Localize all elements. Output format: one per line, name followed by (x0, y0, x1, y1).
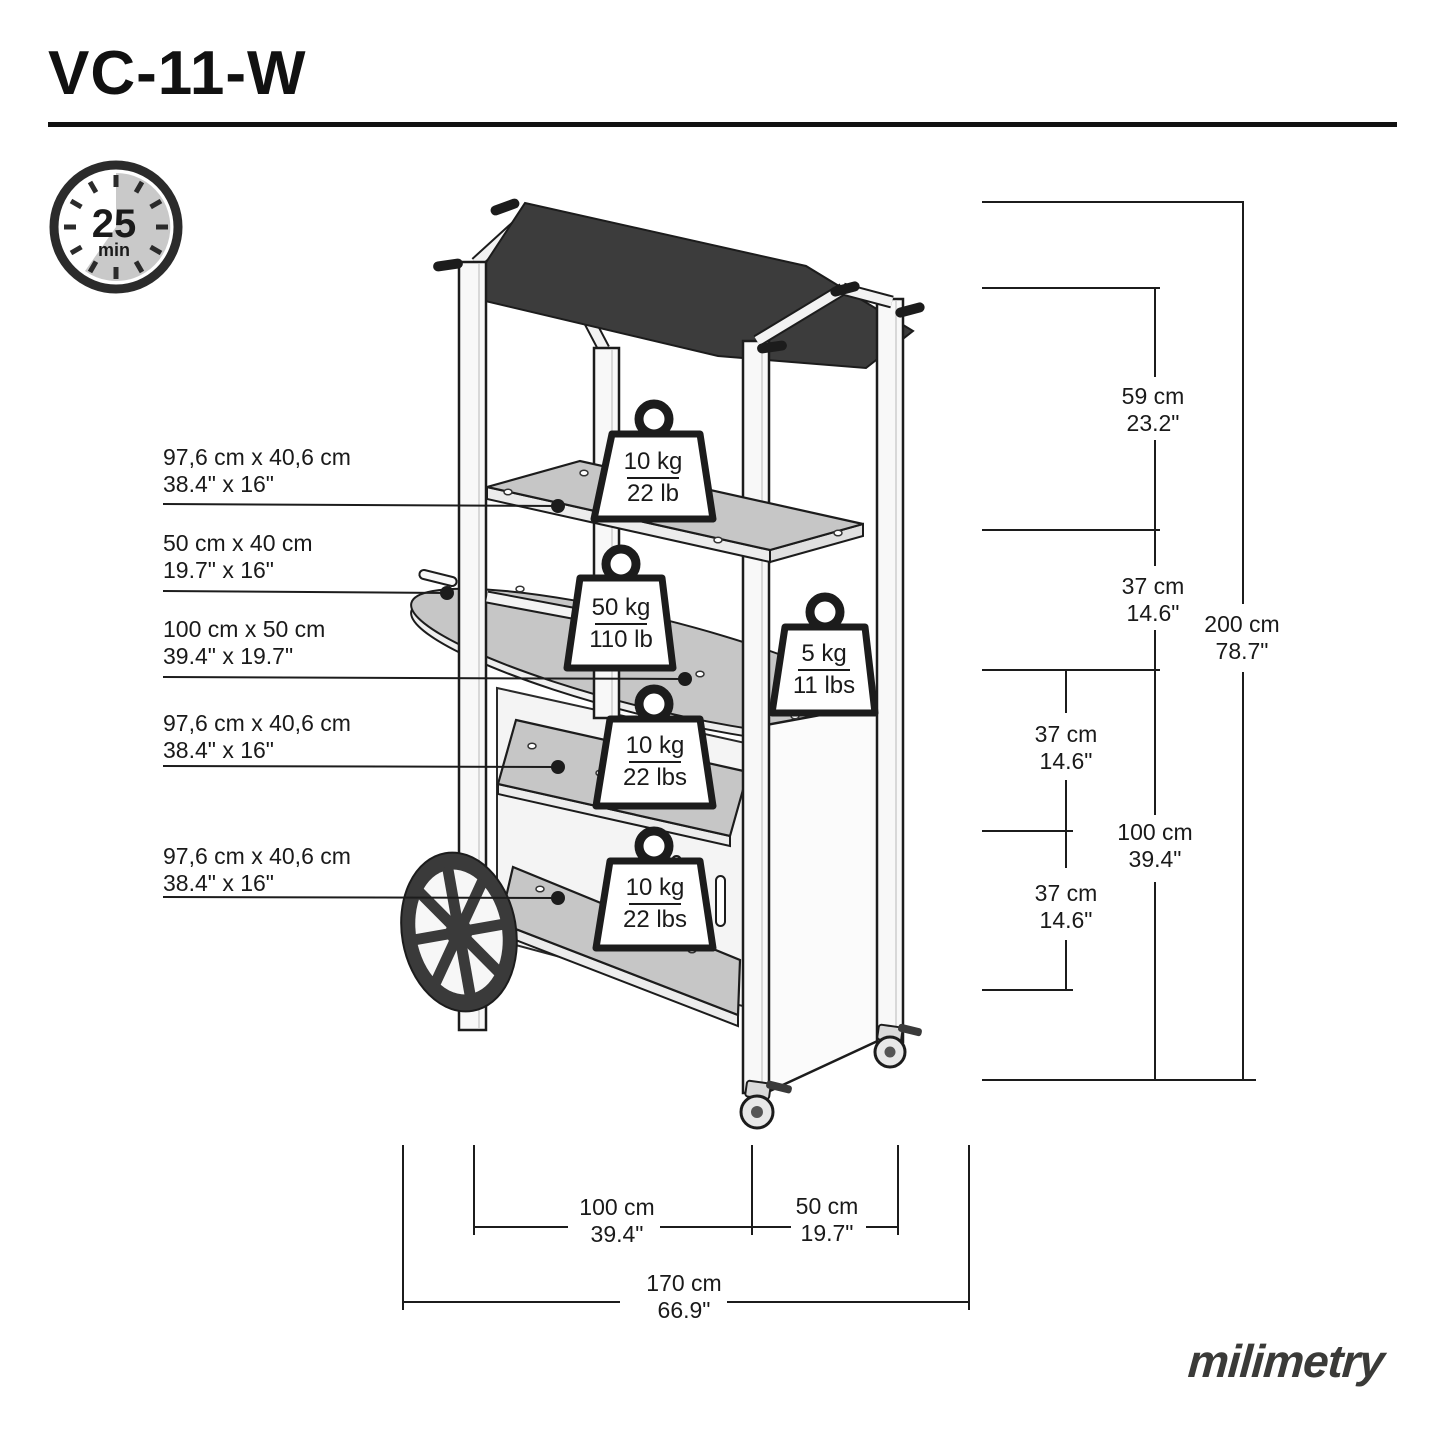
counter-handle-cutout-left (418, 568, 458, 588)
capacity-kg: 50 kg (591, 594, 651, 621)
dim-imperial: 19.7" (800, 1220, 854, 1246)
capacity-divider (627, 477, 679, 479)
label-top-shelf-size: 97,6 cm x 40,6 cm 38.4" x 16" (163, 444, 351, 498)
capacity-top-shelf: 10 kg 22 lb (588, 449, 718, 507)
leader-lines (162, 499, 692, 905)
dim-side-extension-width: 50 cm 19.7" (796, 1193, 859, 1247)
dim-total-height: 200 cm 78.7" (1204, 611, 1279, 665)
dim-metric: 100 cm (579, 1194, 655, 1220)
dim-base-width: 100 cm 39.4" (579, 1194, 654, 1248)
capacity-counter: 50 kg 110 lb (556, 595, 686, 653)
dim-metric: 59 cm (1121, 383, 1185, 409)
dim-imperial: 14.6" (1039, 907, 1093, 933)
capacity-divider (798, 669, 850, 671)
capacity-lb: 22 lbs (622, 906, 688, 933)
capacity-lb: 22 lb (626, 480, 680, 507)
dim-metric: 200 cm (1204, 611, 1280, 637)
dim-shelf-gap-lower: 37 cm 14.6" (1035, 880, 1098, 934)
capacity-side-shelf: 5 kg 11 lbs (759, 641, 889, 699)
dim-imperial: 39.4" (1128, 846, 1182, 872)
capacity-lb: 110 lb (589, 626, 653, 653)
dim-imperial: 39.4" (590, 1221, 644, 1247)
capacity-divider (629, 903, 681, 905)
label-imperial: 39.4" x 19.7" (163, 643, 294, 669)
label-imperial: 19.7" x 16" (163, 557, 274, 583)
title-divider (48, 122, 1397, 127)
dim-metric: 170 cm (646, 1270, 722, 1296)
label-metric: 50 cm x 40 cm (163, 530, 313, 556)
capacity-lb: 22 lbs (622, 764, 688, 791)
dimension-lines (402, 201, 1256, 1310)
label-imperial: 38.4" x 16" (163, 870, 274, 896)
spoked-wheel (400, 851, 518, 1013)
label-metric: 97,6 cm x 40,6 cm (163, 843, 351, 869)
assembly-time-unit: min (97, 240, 131, 260)
capacity-middle-shelf: 10 kg 22 lbs (590, 733, 720, 791)
dim-imperial: 23.2" (1126, 410, 1180, 436)
label-counter-size: 100 cm x 50 cm 39.4" x 19.7" (163, 616, 325, 670)
label-metric: 97,6 cm x 40,6 cm (163, 710, 351, 736)
dim-total-width: 170 cm 66.9" (646, 1270, 721, 1324)
capacity-kg: 10 kg (625, 732, 685, 759)
dim-metric: 100 cm (1117, 819, 1193, 845)
dim-imperial: 14.6" (1039, 748, 1093, 774)
dim-metric: 50 cm (795, 1193, 859, 1219)
label-metric: 97,6 cm x 40,6 cm (163, 444, 351, 470)
dim-imperial: 14.6" (1126, 600, 1180, 626)
hanger-pegs (433, 198, 925, 354)
label-side-flap-size: 50 cm x 40 cm 19.7" x 16" (163, 530, 313, 584)
dim-shelf-gap-upper: 37 cm 14.6" (1035, 721, 1098, 775)
label-bottom-shelf-size: 97,6 cm x 40,6 cm 38.4" x 16" (163, 843, 351, 897)
dim-imperial: 78.7" (1215, 638, 1269, 664)
caster-right (873, 1023, 922, 1069)
label-metric: 100 cm x 50 cm (163, 616, 326, 642)
dim-canopy-height: 59 cm 23.2" (1122, 383, 1185, 437)
dim-metric: 37 cm (1121, 573, 1185, 599)
capacity-divider (595, 623, 647, 625)
assembly-time-value: 25 (91, 202, 137, 246)
label-imperial: 38.4" x 16" (163, 471, 274, 497)
capacity-kg: 5 kg (801, 640, 847, 667)
dim-counter-height: 100 cm 39.4" (1117, 819, 1192, 873)
capacity-divider (629, 761, 681, 763)
weight-icon-top-shelf (590, 399, 717, 523)
cabinet-side-panel (753, 699, 899, 1099)
assembly-time-icon (49, 160, 183, 294)
dim-metric: 37 cm (1034, 721, 1098, 747)
brand-logo: milimetry (1186, 1335, 1386, 1387)
dim-imperial: 66.9" (657, 1297, 711, 1323)
label-imperial: 38.4" x 16" (163, 737, 274, 763)
capacity-bottom-shelf: 10 kg 22 lbs (590, 875, 720, 933)
page-title: VC-11-W (48, 39, 307, 108)
label-middle-shelf-size: 97,6 cm x 40,6 cm 38.4" x 16" (163, 710, 351, 764)
capacity-lb: 11 lbs (792, 672, 856, 699)
dim-upper-gap-height: 37 cm 14.6" (1122, 573, 1185, 627)
capacity-kg: 10 kg (625, 874, 685, 901)
caster-front (739, 1079, 792, 1130)
capacity-kg: 10 kg (623, 448, 683, 475)
cart-illustration (400, 198, 925, 1130)
dim-metric: 37 cm (1034, 880, 1098, 906)
